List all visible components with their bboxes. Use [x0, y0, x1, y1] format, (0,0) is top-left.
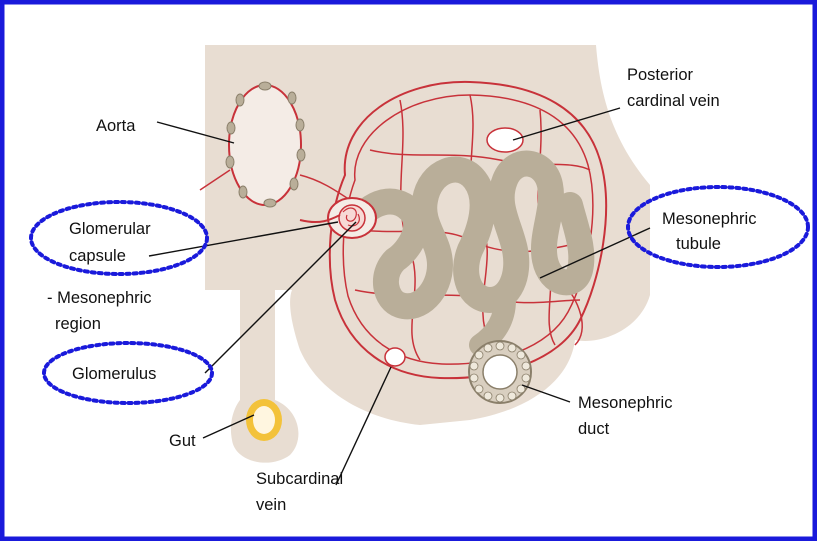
label-aorta: Aorta — [96, 117, 136, 135]
label-posterior-cardinal-vein-2: cardinal vein — [627, 92, 720, 110]
label-glomerulus: Glomerulus — [72, 365, 156, 383]
subcardinal-vein-vessel — [385, 348, 405, 366]
label-mesonephric-tubule-2: tubule — [676, 235, 721, 253]
mesonephric-duct-vessel — [469, 341, 531, 403]
label-mesonephric-region-1: - Mesonephric — [47, 289, 152, 307]
label-glomerular-capsule-2: capsule — [69, 247, 126, 265]
label-mesonephric-tubule-1: Mesonephric — [662, 210, 756, 228]
label-gut: Gut — [169, 432, 196, 450]
label-mesonephric-duct-2: duct — [578, 420, 610, 438]
label-posterior-cardinal-vein-1: Posterior — [627, 66, 694, 84]
label-subcardinal-vein-1: Subcardinal — [256, 470, 343, 488]
gut-vessel — [246, 399, 282, 441]
label-subcardinal-vein-2: vein — [256, 496, 286, 514]
posterior-cardinal-vein-vessel — [487, 128, 523, 152]
label-glomerular-capsule-1: Glomerular — [69, 220, 151, 238]
label-mesonephric-region-2: region — [55, 315, 101, 333]
label-mesonephric-duct-1: Mesonephric — [578, 394, 672, 412]
